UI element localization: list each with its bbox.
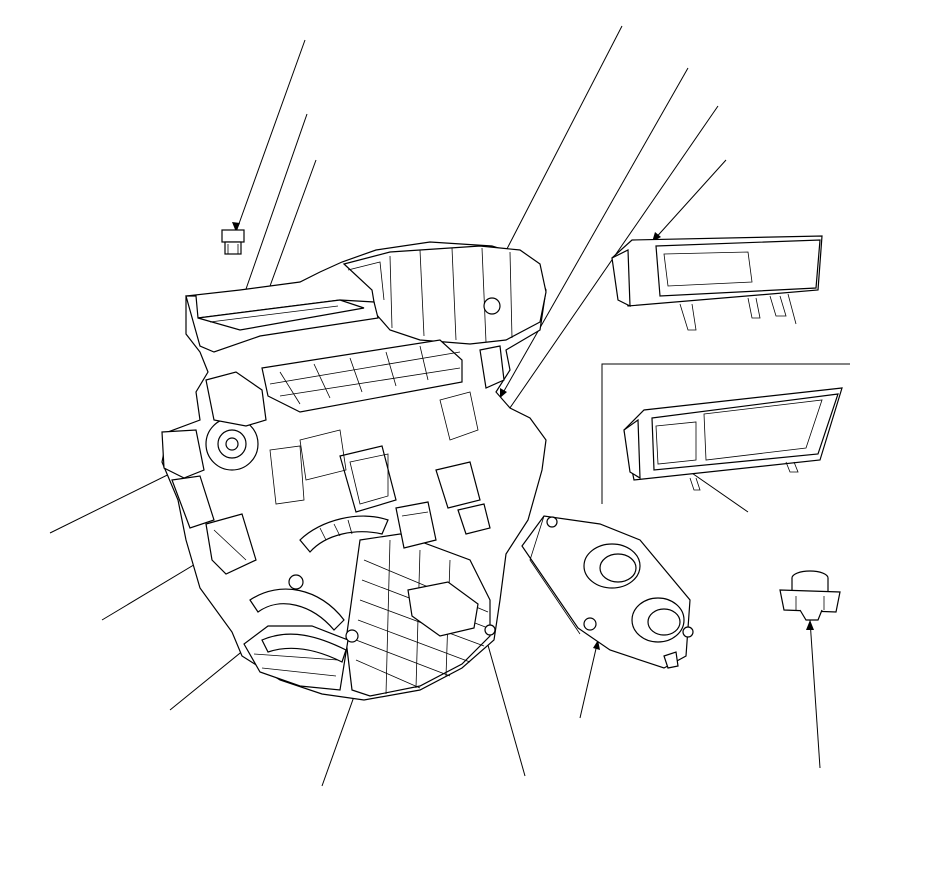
display-panel-upper bbox=[611, 235, 823, 331]
small-sensor-part bbox=[779, 570, 841, 621]
inset-frame bbox=[601, 363, 850, 504]
leader-panel-upper bbox=[651, 159, 727, 243]
leader-lower-grommet bbox=[481, 623, 526, 777]
leader-filter-cover-a bbox=[237, 113, 308, 313]
leader-clip-arrow bbox=[232, 222, 240, 232]
leader-connector-b bbox=[491, 105, 719, 435]
leader-filter-cover-b bbox=[261, 159, 317, 309]
clip-part bbox=[221, 229, 245, 255]
climate-control-unit bbox=[521, 515, 694, 669]
leader-connector-a bbox=[499, 67, 689, 399]
leader-control-unit bbox=[579, 639, 599, 719]
hvac-unit-assembly bbox=[161, 241, 547, 701]
display-panel-inset bbox=[623, 387, 843, 491]
leader-small-sensor bbox=[809, 619, 821, 769]
leader-clip bbox=[235, 39, 306, 233]
